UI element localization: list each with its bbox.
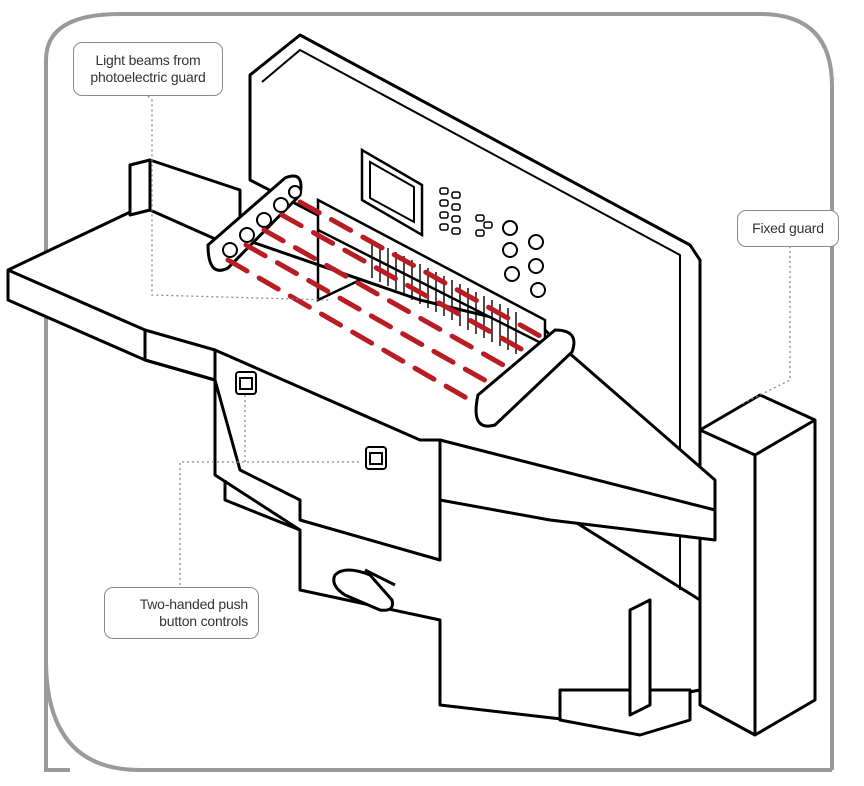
callout-two-handed-controls: Two-handed push button controls [104, 587, 259, 639]
frame-bottom [44, 659, 832, 772]
callout-fixed-guard-text: Fixed guard [752, 220, 824, 236]
base-right-leg [558, 688, 692, 737]
keypad-buttons [502, 220, 546, 298]
callout-fixed-guard: Fixed guard [737, 210, 839, 247]
side-wall-left [128, 158, 152, 217]
back-column-inner [261, 49, 681, 590]
keypad-small [439, 187, 493, 237]
leader-lines [147, 95, 791, 590]
base-left-foot [223, 480, 301, 532]
light-emitter-right [474, 328, 576, 428]
clamp-teeth [371, 240, 517, 354]
lower-right-panel [628, 598, 652, 717]
callout-light-beams-line1: Light beams from [95, 52, 201, 68]
callout-two-handed-line1: Two-handed push [139, 596, 249, 612]
light-beams [225, 199, 543, 403]
frame-border [44, 12, 834, 772]
fixed-guard-box [698, 393, 817, 737]
callout-two-handed-line2: button controls [159, 613, 248, 629]
foot-pedal [332, 568, 394, 612]
callout-light-beams-line2: photoelectric guard [90, 69, 206, 85]
callout-light-beams: Light beams from photoelectric guard [73, 42, 223, 96]
